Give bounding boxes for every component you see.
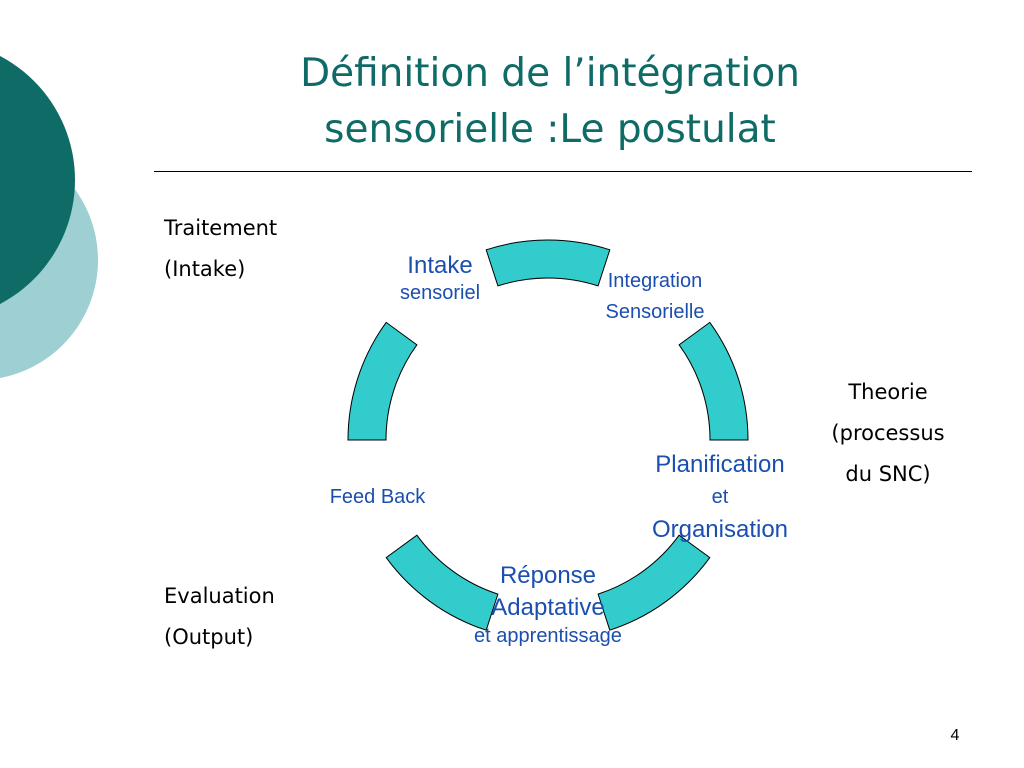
label-planification: Planification et Organisation (632, 450, 808, 544)
label-integration-line-2: Sensorielle (605, 301, 705, 323)
traitement-line-1: Traitement (164, 216, 278, 240)
slide-title: Définition de l’intégration sensorielle … (160, 46, 940, 158)
decorative-circle-dark (0, 56, 75, 304)
cycle-arc-intake-integration (485, 239, 611, 287)
label-reponse-adaptative: Réponse Adaptative et apprentissage (448, 560, 648, 648)
traitement-line-2: (Intake) (164, 257, 246, 281)
label-intake-sensoriel: Intake sensoriel (370, 251, 510, 305)
theorie-line-2: (processus (831, 421, 945, 445)
cycle-arc-feedback-intake (347, 321, 418, 441)
slide-title-line-1: Définition de l’intégration (300, 51, 800, 96)
label-integration-line-1: Integration (607, 270, 703, 292)
label-feed-back: Feed Back (305, 484, 450, 510)
label-planification-line-3: Organisation (651, 516, 789, 543)
cycle-arc-reponse-feedback (385, 534, 499, 631)
theorie-text: Theorie (processus du SNC) (810, 372, 966, 495)
title-divider (154, 171, 972, 172)
label-integration-sensorielle: Integration Sensorielle (580, 266, 730, 328)
theorie-line-3: du SNC) (845, 462, 931, 486)
label-planification-line-1: Planification (655, 451, 785, 478)
label-intake-line-1: Intake (407, 252, 473, 279)
evaluation-line-1: Evaluation (164, 584, 275, 608)
traitement-text: Traitement (Intake) (164, 208, 277, 290)
label-reponse-line-2: Adaptative (491, 594, 605, 621)
evaluation-line-2: (Output) (164, 625, 254, 649)
page-number: 4 (950, 727, 960, 744)
label-reponse-line-3: et apprentissage (474, 625, 622, 647)
cycle-arc-integration-planification (678, 321, 749, 441)
label-planification-line-2: et (711, 486, 729, 508)
theorie-line-1: Theorie (848, 380, 928, 404)
label-intake-line-2: sensoriel (399, 282, 481, 304)
slide-title-line-2: sensorielle :Le postulat (324, 107, 776, 152)
cycle-arc-planification-reponse (597, 534, 711, 631)
evaluation-text: Evaluation (Output) (164, 576, 275, 658)
label-feedback-line-1: Feed Back (329, 486, 426, 508)
label-reponse-line-1: Réponse (499, 562, 597, 589)
